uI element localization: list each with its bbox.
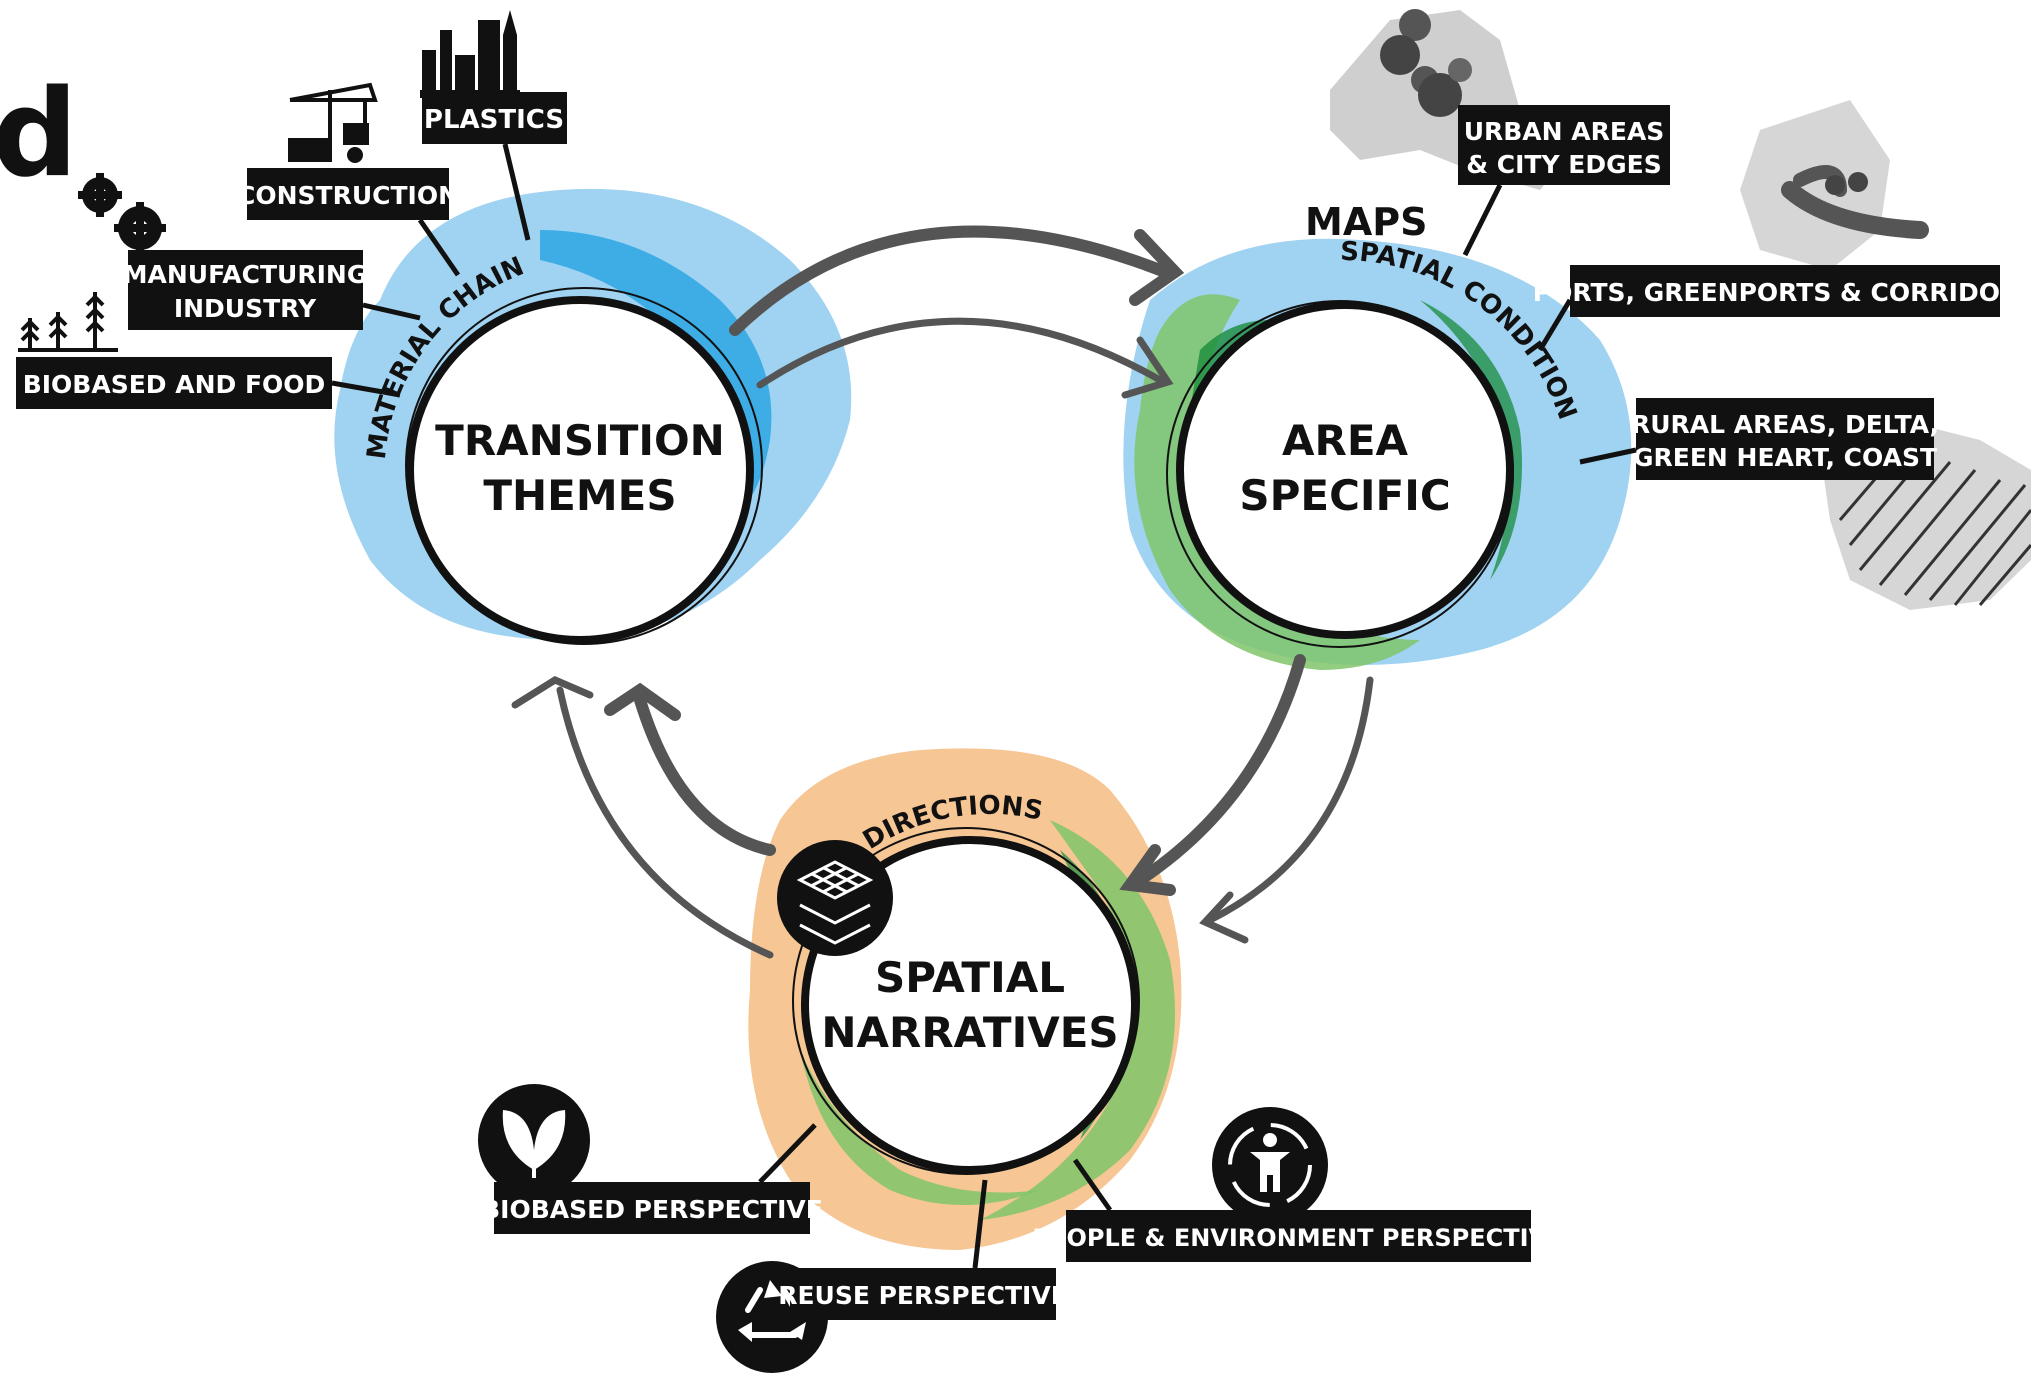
crane-icon [288,82,378,163]
spatial-title-line1: SPATIAL [875,953,1065,1002]
area-title-line2: SPECIFIC [1239,471,1450,520]
layers-icon [777,840,893,956]
arrow-transition-to-area-inner [756,317,1164,389]
transition-title-line2: THEMES [483,471,676,520]
biobased-food-label: BIOBASED AND FOOD [16,357,401,409]
svg-text:& CITY EDGES: & CITY EDGES [1466,150,1661,179]
svg-text:BIOBASED PERSPECTIVE: BIOBASED PERSPECTIVE [481,1195,823,1224]
gears-icon [78,173,166,254]
transition-themes-circle: TRANSITION THEMES [405,287,763,645]
person-environment-icon [1212,1107,1328,1223]
reuse-perspective-label: REUSE PERSPECTIVE [778,1179,1068,1320]
svg-text:PORTS, GREENPORTS & CORRIDORS: PORTS, GREENPORTS & CORRIDORS [1533,278,2031,307]
arrows [511,225,1374,959]
map-ports-icon [1740,100,1929,270]
svg-text:RURAL AREAS, DELTA,: RURAL AREAS, DELTA, [1631,410,1939,439]
svg-text:REUSE PERSPECTIVE: REUSE PERSPECTIVE [778,1281,1068,1310]
area-specific-circle: AREA SPECIFIC [1166,300,1514,648]
leaf-icon [478,1084,590,1196]
arrow-transition-to-area-outer [729,225,1166,336]
area-title-line1: AREA [1282,416,1409,465]
rural-areas-label: RURAL AREAS, DELTA, GREEN HEART, COAST [1579,398,1939,480]
manufacturing-industry-label: MANUFACTURING INDUSTRY [123,250,421,330]
svg-text:CONSTRUCTION: CONSTRUCTION [237,181,459,210]
plastics-label: PLASTICS [422,92,567,241]
transition-title-line1: TRANSITION [435,416,725,465]
svg-text:BIOBASED AND FOOD: BIOBASED AND FOOD [23,370,326,399]
svg-text:INDUSTRY: INDUSTRY [174,294,317,323]
svg-text:PLASTICS: PLASTICS [424,105,564,135]
spatial-title-line2: NARRATIVES [821,1008,1118,1057]
arrow-spatial-to-transition-outer [634,694,776,856]
ports-greenports-corridors-label: PORTS, GREENPORTS & CORRIDORS [1533,265,2031,352]
arrow-area-to-spatial-outer [1134,654,1306,886]
maps-label: MAPS [1305,200,1427,244]
people-environment-perspective-label: PEOPLE & ENVIRONMENT PERSPECTIVE [1033,1158,1564,1262]
crops-icon [18,292,118,352]
svg-text:URBAN AREAS: URBAN AREAS [1464,117,1665,146]
arrow-spatial-to-transition-inner [556,686,774,959]
svg-text:GREEN HEART, COAST: GREEN HEART, COAST [1633,443,1937,472]
svg-text:PEOPLE & ENVIRONMENT PERSPECTI: PEOPLE & ENVIRONMENT PERSPECTIVE [1033,1224,1564,1252]
corner-fragment: d [0,65,78,204]
arrow-area-to-spatial-inner [1206,676,1374,924]
biobased-perspective-label: BIOBASED PERSPECTIVE [481,1123,823,1234]
factory-icon [420,10,520,98]
svg-text:MANUFACTURING: MANUFACTURING [123,260,368,289]
urban-areas-label: URBAN AREAS & CITY EDGES [1458,105,1670,257]
construction-label: CONSTRUCTION [237,168,461,277]
